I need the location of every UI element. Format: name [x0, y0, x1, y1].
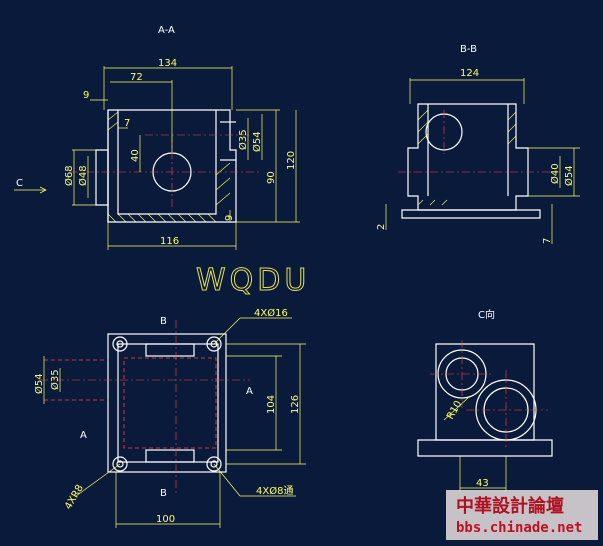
dim-100: 100: [156, 514, 175, 525]
view-plan-dim-lines: [43, 317, 306, 528]
dim-d54: Ø54: [251, 131, 263, 152]
section-b-bottom: B: [160, 488, 167, 499]
view-plan-hidden: [44, 357, 217, 449]
dim-d48: Ø48: [77, 165, 89, 186]
watermark-bg: [446, 490, 598, 540]
view-c-centerlines: [430, 340, 548, 450]
dim-104: 104: [266, 395, 277, 414]
dim-d68: Ø68: [63, 165, 75, 186]
dim-plan-d35: Ø35: [49, 369, 61, 390]
view-direction-c: C: [16, 178, 23, 189]
dim-90: 90: [266, 171, 277, 184]
dim-9: 9: [83, 90, 89, 101]
view-b-b-centerlines: [398, 110, 560, 173]
view-b-b-hatch: [417, 109, 517, 206]
dim-120: 120: [286, 151, 297, 170]
dim-holes-top: 4XØ16: [254, 307, 288, 319]
section-a-left: A: [80, 430, 87, 441]
dim-134: 134: [158, 58, 177, 69]
view-a-a-hatch: [107, 111, 231, 223]
view-plan-outline: [107, 333, 227, 473]
view-a-a-dim-lines: [14, 66, 300, 250]
dim-116: 116: [160, 236, 179, 247]
dim-72: 72: [130, 72, 143, 83]
view-b-b: B-B 124 Ø40 Ø54 2 7: [376, 44, 580, 244]
dim-bb-7: 7: [542, 238, 553, 244]
dim-124: 124: [460, 68, 479, 79]
dim-bb-d54: Ø54: [563, 165, 575, 186]
view-a-a: A-A: [14, 25, 300, 250]
view-c-dim-lines: [443, 395, 507, 492]
dim-43: 43: [476, 478, 489, 489]
dim-9b: 9: [224, 215, 235, 221]
author-signature: WQDU: [196, 263, 310, 298]
dim-bb-2: 2: [376, 224, 387, 230]
dim-7: 7: [124, 118, 130, 129]
dim-d35: Ø35: [237, 129, 249, 150]
watermark-url: bbs.chinade.net: [456, 520, 582, 536]
view-b-b-outline: [401, 103, 541, 219]
view-b-b-title: B-B: [460, 44, 477, 55]
view-b-b-dim-lines: [385, 78, 580, 244]
dim-126: 126: [290, 395, 301, 414]
view-c-title: C向: [478, 308, 495, 321]
section-a-right: A: [246, 386, 253, 397]
dim-bb-d40: Ø40: [549, 163, 561, 184]
watermark: 中華設計論壇 bbs.chinade.net: [446, 490, 598, 540]
view-a-a-title: A-A: [158, 25, 175, 36]
view-plan: 4XØ16 Ø54 Ø35 104 126 100 4XR8 4XØ8通 B B…: [33, 307, 306, 528]
view-plan-centerlines: [40, 320, 250, 496]
dim-40: 40: [130, 149, 141, 162]
dim-holes-bottom: 4XØ8通: [256, 485, 293, 497]
watermark-cn: 中華設計論壇: [456, 495, 564, 517]
section-b-top: B: [160, 316, 167, 327]
dim-plan-d54: Ø54: [33, 373, 45, 394]
